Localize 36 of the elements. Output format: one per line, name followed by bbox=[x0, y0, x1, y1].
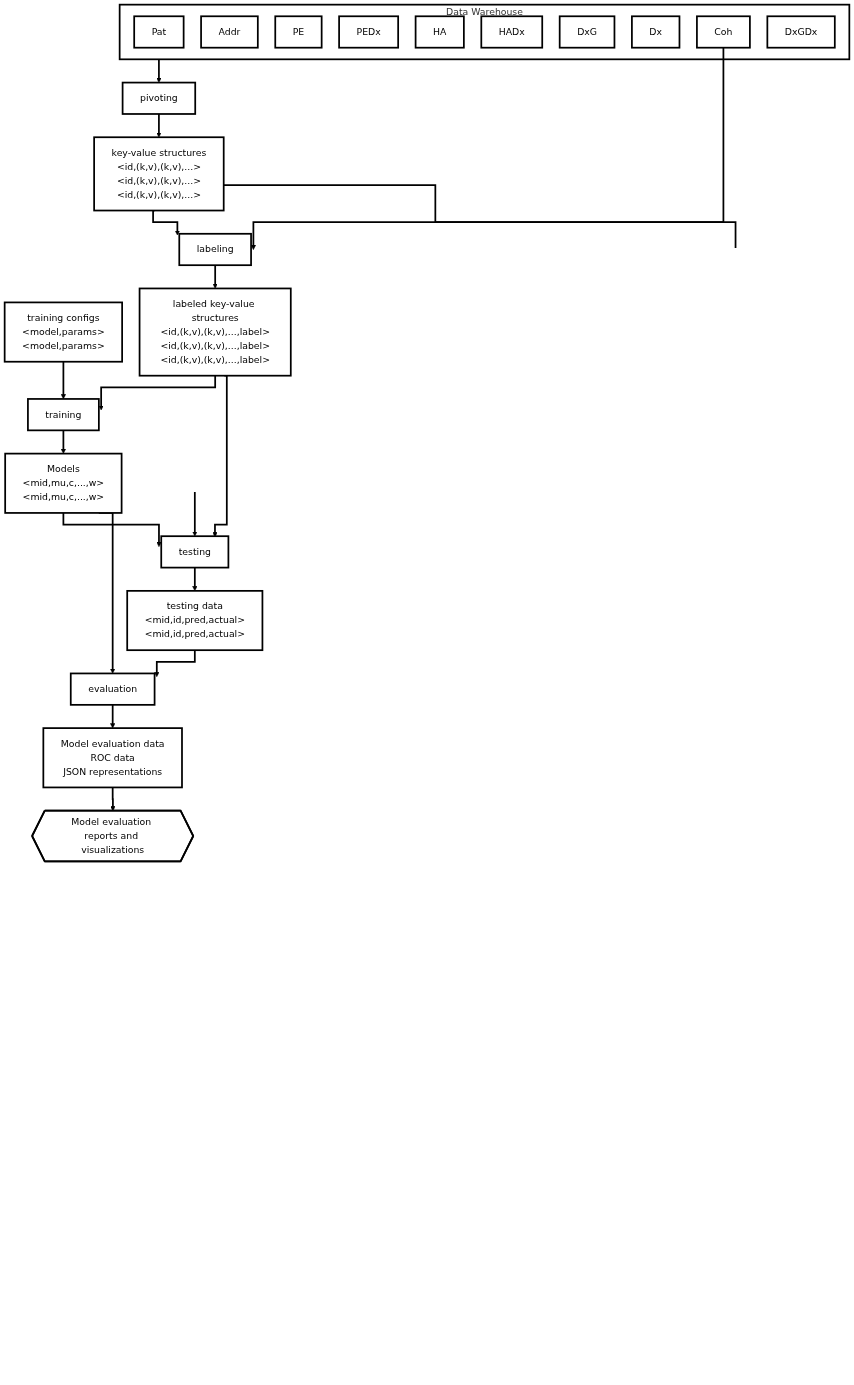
node-box: key-value structures <id,(k,v),(k,v),...> <id,(k,v),(k,v),...> <id,(k,v),(k,v),...> bbox=[93, 136, 225, 212]
node-box: Coh bbox=[696, 15, 751, 49]
node-box: Models <mid,mu,c,...,w> <mid,mu,c,...,w> bbox=[4, 452, 123, 514]
arrow bbox=[212, 374, 228, 538]
arrow bbox=[192, 566, 198, 592]
node-box: training configs <model,params> <model,params> bbox=[3, 301, 123, 363]
node-box: HADx bbox=[480, 15, 544, 49]
node-box: Dx bbox=[631, 15, 681, 49]
node-box: labeled key-value structures <id,(k,v),(k,v),...,label> <id,(k,v),(k,v),...,label> <id,(k,v),(k,v),...,label> bbox=[138, 287, 292, 377]
arrow bbox=[98, 374, 217, 411]
node-box: labeling bbox=[178, 232, 252, 267]
node-box: DxG bbox=[558, 15, 616, 49]
node-box: training bbox=[27, 398, 100, 432]
node-box: PEDx bbox=[338, 15, 399, 49]
node-box: HA bbox=[414, 15, 465, 49]
node-box: evaluation bbox=[69, 672, 156, 706]
arrow bbox=[192, 491, 198, 537]
node-box: PE bbox=[274, 15, 323, 49]
arrow bbox=[250, 46, 725, 250]
arrow bbox=[156, 58, 162, 83]
node-box: testing data <mid,id,pred,actual> <mid,id,pred,actual> bbox=[126, 590, 264, 652]
node-box: Pat bbox=[133, 15, 185, 49]
arrow bbox=[62, 512, 162, 547]
arrow bbox=[152, 209, 180, 236]
node-box: testing bbox=[160, 535, 230, 569]
node-box: Addr bbox=[200, 15, 259, 49]
arrow bbox=[212, 264, 218, 289]
node-box: pivoting bbox=[121, 81, 197, 115]
arrow bbox=[156, 113, 162, 138]
arrow bbox=[154, 649, 196, 677]
arrow bbox=[110, 786, 116, 812]
arrow bbox=[60, 429, 66, 454]
node-box: DxGDx bbox=[766, 15, 836, 49]
node-box: Model evaluation data ROC data JSON representations bbox=[42, 727, 183, 789]
arrow bbox=[110, 704, 116, 729]
arrow bbox=[60, 360, 66, 400]
